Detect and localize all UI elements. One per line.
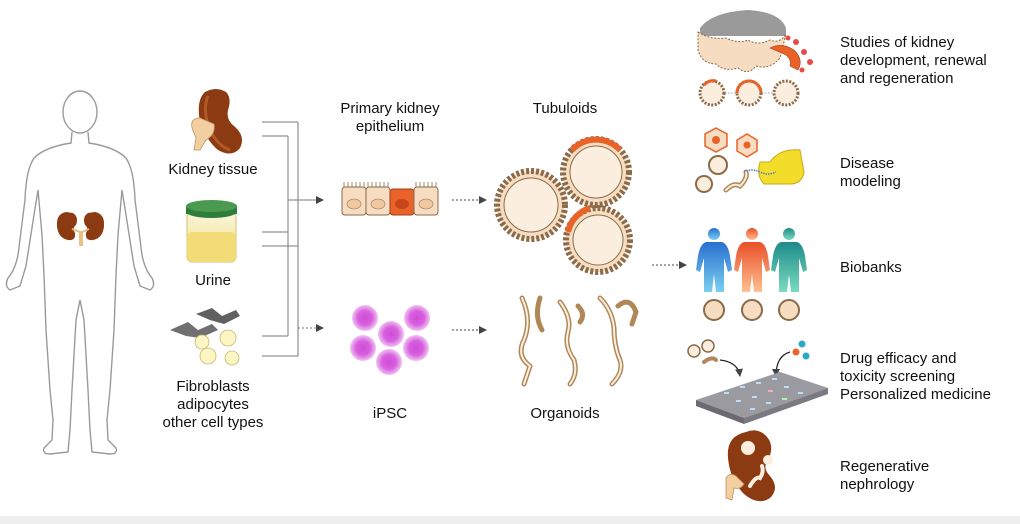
body-kidneys-icon: [56, 212, 105, 246]
primary-epithelium-line-1: Primary kidney: [340, 100, 440, 117]
tubuloids-icon: [494, 136, 633, 275]
studies-kidney-development-icon: [697, 10, 813, 107]
regenerative-label: Regenerative nephrology: [840, 458, 929, 494]
biobanks-icon: [696, 228, 807, 321]
studies-line-3: and regeneration: [840, 70, 954, 87]
urine-jar-icon: [186, 200, 237, 263]
drug-screening-label: Drug efficacy and toxicity screening Per…: [840, 350, 991, 404]
biobanks-label: Biobanks: [840, 259, 902, 276]
drug-line-1: Drug efficacy and: [840, 350, 957, 367]
other-cells-label: Fibroblasts adipocytes other cell types: [140, 378, 286, 432]
other-cells-line-2: adipocytes: [177, 396, 249, 413]
bottom-strip: [0, 516, 1020, 524]
urine-label: Urine: [195, 272, 231, 289]
ipsc-cells-icon: [350, 305, 430, 375]
organoids-icon-inner: [520, 297, 622, 385]
drug-line-3: Personalized medicine: [840, 386, 991, 403]
disease-modeling-label: Disease modeling: [840, 155, 901, 191]
human-body-outline: [5, 90, 155, 455]
drug-line-2: toxicity screening: [840, 368, 956, 385]
other-cells-line-1: Fibroblasts: [176, 378, 250, 395]
other-cells-line-3: other cell types: [162, 414, 264, 431]
fibroblast-adipocyte-icon: [170, 308, 240, 366]
source-connectors: [262, 121, 324, 357]
tubuloids-label: Tubuloids: [532, 100, 598, 117]
organoids-label: Organoids: [530, 405, 600, 422]
drug-screening-icon: [687, 339, 828, 424]
studies-line-2: development, renewal: [840, 52, 987, 69]
studies-label: Studies of kidney development, renewal a…: [840, 34, 987, 88]
primary-epithelium-icon: [341, 182, 439, 216]
regenerative-line-1: Regenerative: [840, 458, 930, 475]
disease-line-1: Disease: [840, 155, 895, 172]
ipsc-label: iPSC: [372, 405, 408, 422]
studies-line-1: Studies of kidney: [840, 34, 955, 51]
kidney-tissue-icon: [191, 89, 242, 154]
regenerative-line-2: nephrology: [840, 476, 915, 493]
disease-modeling-icon: [695, 127, 805, 193]
primary-epithelium-line-2: epithelium: [355, 118, 425, 135]
kidney-tissue-label: Kidney tissue: [168, 161, 258, 178]
culture-arrows: [452, 196, 487, 334]
disease-line-2: modeling: [840, 173, 901, 190]
primary-epithelium-label: Primary kidney epithelium: [320, 100, 460, 136]
regenerative-nephrology-icon: [725, 430, 775, 502]
organoids-icon: [518, 295, 639, 387]
